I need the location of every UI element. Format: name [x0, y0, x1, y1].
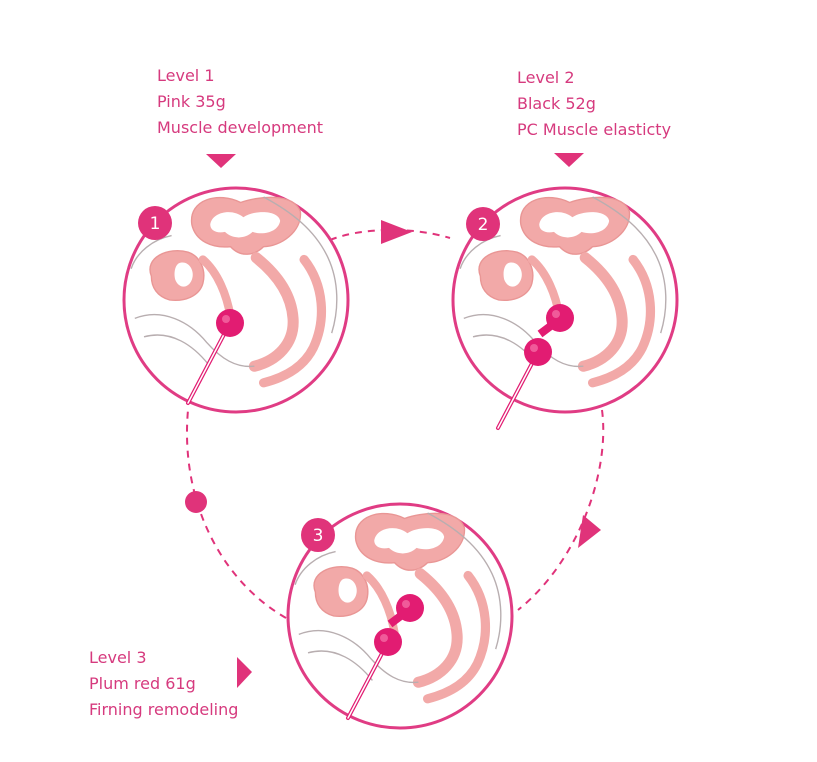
svg-text:3: 3: [313, 526, 324, 546]
level-title: Level 3: [89, 648, 147, 667]
flow-arrow-icon: [578, 515, 601, 548]
level-description: Muscle development: [157, 118, 323, 137]
level-weight: Black 52g: [517, 94, 596, 113]
level-title: Level 1: [157, 66, 215, 85]
level-description: PC Muscle elasticty: [517, 120, 672, 139]
flow-dot-icon: [185, 491, 207, 513]
level-1-label: Level 1 Pink 35g Muscle development: [157, 63, 323, 141]
flow-arrow-icon: [381, 220, 412, 244]
stage-badge: 3: [301, 518, 335, 552]
flow-path-3-1: [186, 409, 287, 619]
stage-3-circle: 3: [286, 502, 514, 730]
pointer-triangle-icon: [237, 657, 252, 688]
level-3-label: Level 3 Plum red 61g Firning remodeling: [89, 645, 238, 723]
stage-badge: 2: [466, 207, 500, 241]
svg-text:2: 2: [478, 215, 489, 235]
svg-text:1: 1: [150, 214, 161, 234]
level-description: Firning remodeling: [89, 700, 239, 719]
level-weight: Plum red 61g: [89, 674, 196, 693]
pointer-triangle-icon: [206, 154, 236, 168]
stage-1-circle: 1: [122, 186, 350, 414]
stage-2-circle: 2: [451, 186, 679, 428]
level-2-label: Level 2 Black 52g PC Muscle elasticty: [517, 65, 671, 143]
level-weight: Pink 35g: [157, 92, 226, 111]
level-title: Level 2: [517, 68, 575, 87]
flow-path-2-3: [517, 409, 605, 611]
stage-badge: 1: [138, 206, 172, 240]
pointer-triangle-icon: [554, 153, 584, 167]
